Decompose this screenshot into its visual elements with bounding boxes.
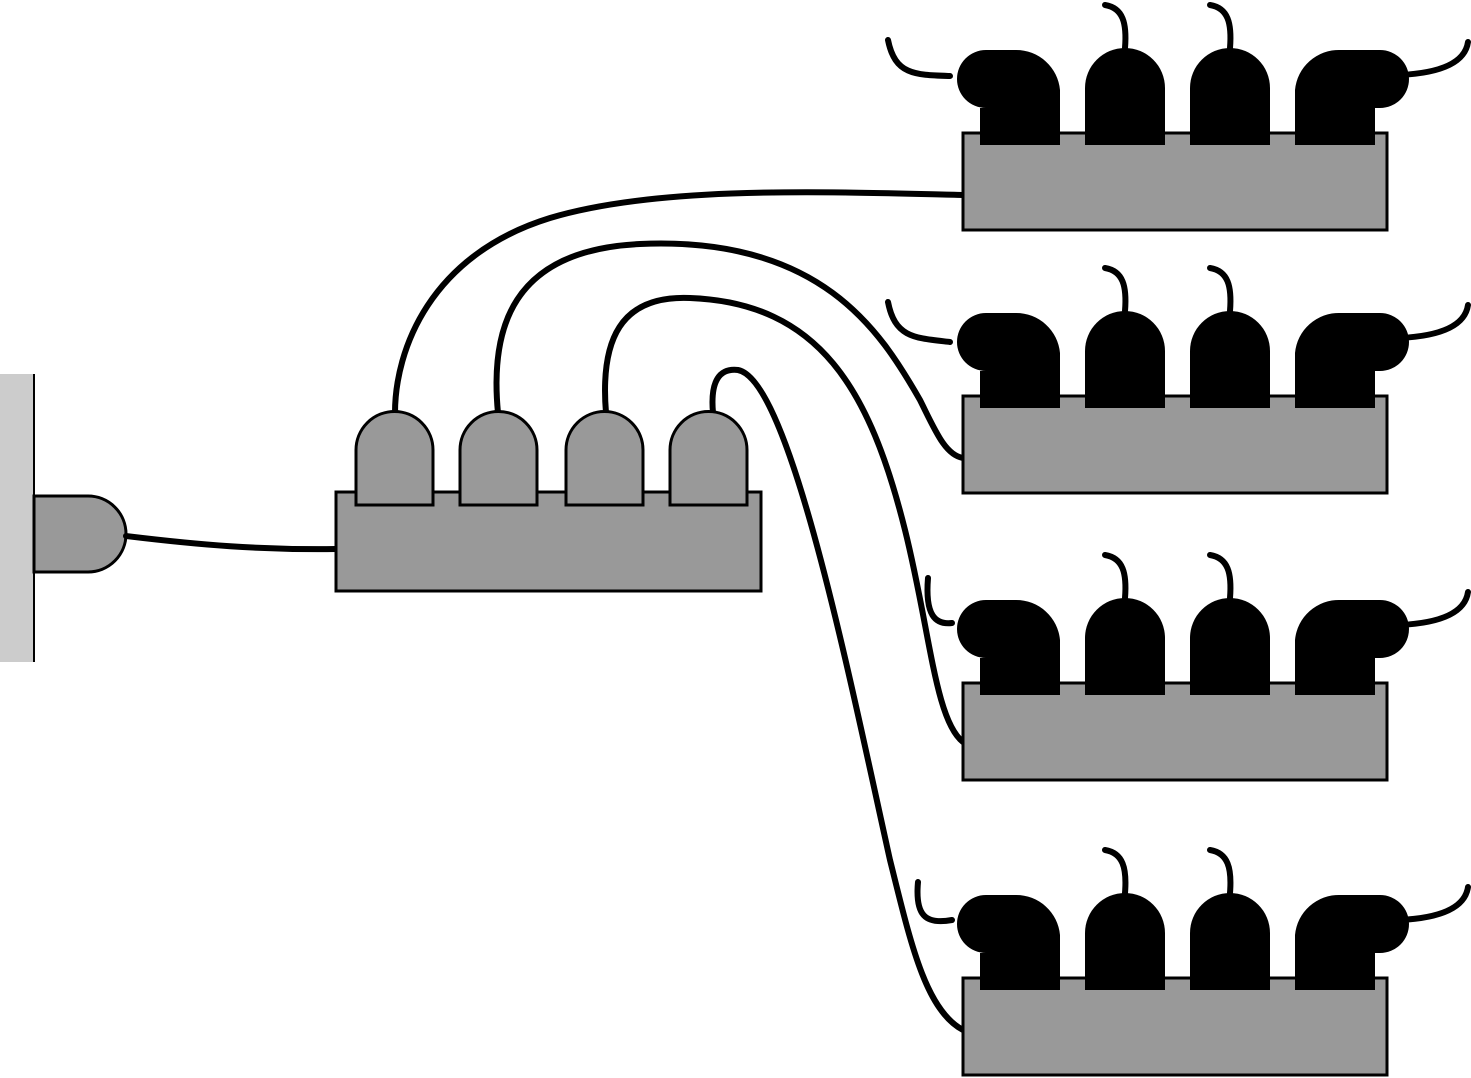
- branch-power-strips: [885, 2, 1471, 1077]
- branch-cord-1: [392, 189, 966, 416]
- device-plug-icon: [1190, 48, 1270, 145]
- device-plug-icon: [957, 312, 1060, 408]
- branch-strip-4: [914, 847, 1471, 1077]
- device-cord: [914, 879, 955, 925]
- device-plug-icon: [1295, 49, 1409, 145]
- device-plug-icon: [1190, 311, 1270, 408]
- device-cord: [885, 299, 953, 345]
- device-plug-icon: [1190, 893, 1270, 990]
- branch-cord-2: [493, 240, 966, 461]
- device-plug-icon: [1085, 598, 1165, 695]
- device-cord: [1397, 589, 1471, 628]
- device-cord: [1102, 2, 1129, 51]
- hub-plug-icon: [668, 410, 749, 507]
- device-plug-icon: [957, 894, 1060, 990]
- device-cord: [1397, 884, 1471, 923]
- device-plug-icon: [1295, 312, 1409, 408]
- branch-strip-1: [885, 2, 1471, 232]
- device-cord: [1207, 265, 1234, 314]
- hub-plug-icon: [354, 410, 435, 507]
- device-plug-icon: [1085, 311, 1165, 408]
- branch-strip-body: [961, 976, 1389, 1077]
- device-cord: [1102, 847, 1129, 896]
- hub-power-strip: [334, 410, 763, 593]
- wall-to-hub-cord: [123, 533, 339, 553]
- branch-cord-3: [602, 294, 966, 745]
- device-cord: [924, 575, 955, 627]
- hub-strip-body: [334, 490, 763, 593]
- device-cord: [1102, 265, 1129, 314]
- device-plug-icon: [1085, 48, 1165, 145]
- device-plug-icon: [1085, 893, 1165, 990]
- device-plug-icon: [957, 49, 1060, 145]
- branch-strip-body: [961, 131, 1389, 232]
- wall-outlet-icon: [0, 374, 34, 662]
- device-cord: [1207, 847, 1234, 896]
- branch-strip-body: [961, 394, 1389, 495]
- branch-cord-4: [709, 366, 966, 1033]
- device-cord: [1397, 302, 1471, 341]
- hub-plug-icon: [564, 410, 645, 507]
- branch-strip-body: [961, 681, 1389, 782]
- device-plug-icon: [1295, 599, 1409, 695]
- wall-plug-icon: [32, 494, 128, 574]
- device-cord: [885, 37, 953, 79]
- device-cord: [1207, 552, 1234, 601]
- device-cord: [1102, 552, 1129, 601]
- device-plug-icon: [957, 599, 1060, 695]
- branch-strip-3: [924, 552, 1471, 782]
- hub-plug-icon: [458, 410, 539, 507]
- branch-strip-2: [885, 265, 1471, 495]
- device-plug-icon: [1295, 894, 1409, 990]
- device-cord: [1207, 2, 1234, 51]
- device-cord: [1397, 39, 1471, 78]
- device-plug-icon: [1190, 598, 1270, 695]
